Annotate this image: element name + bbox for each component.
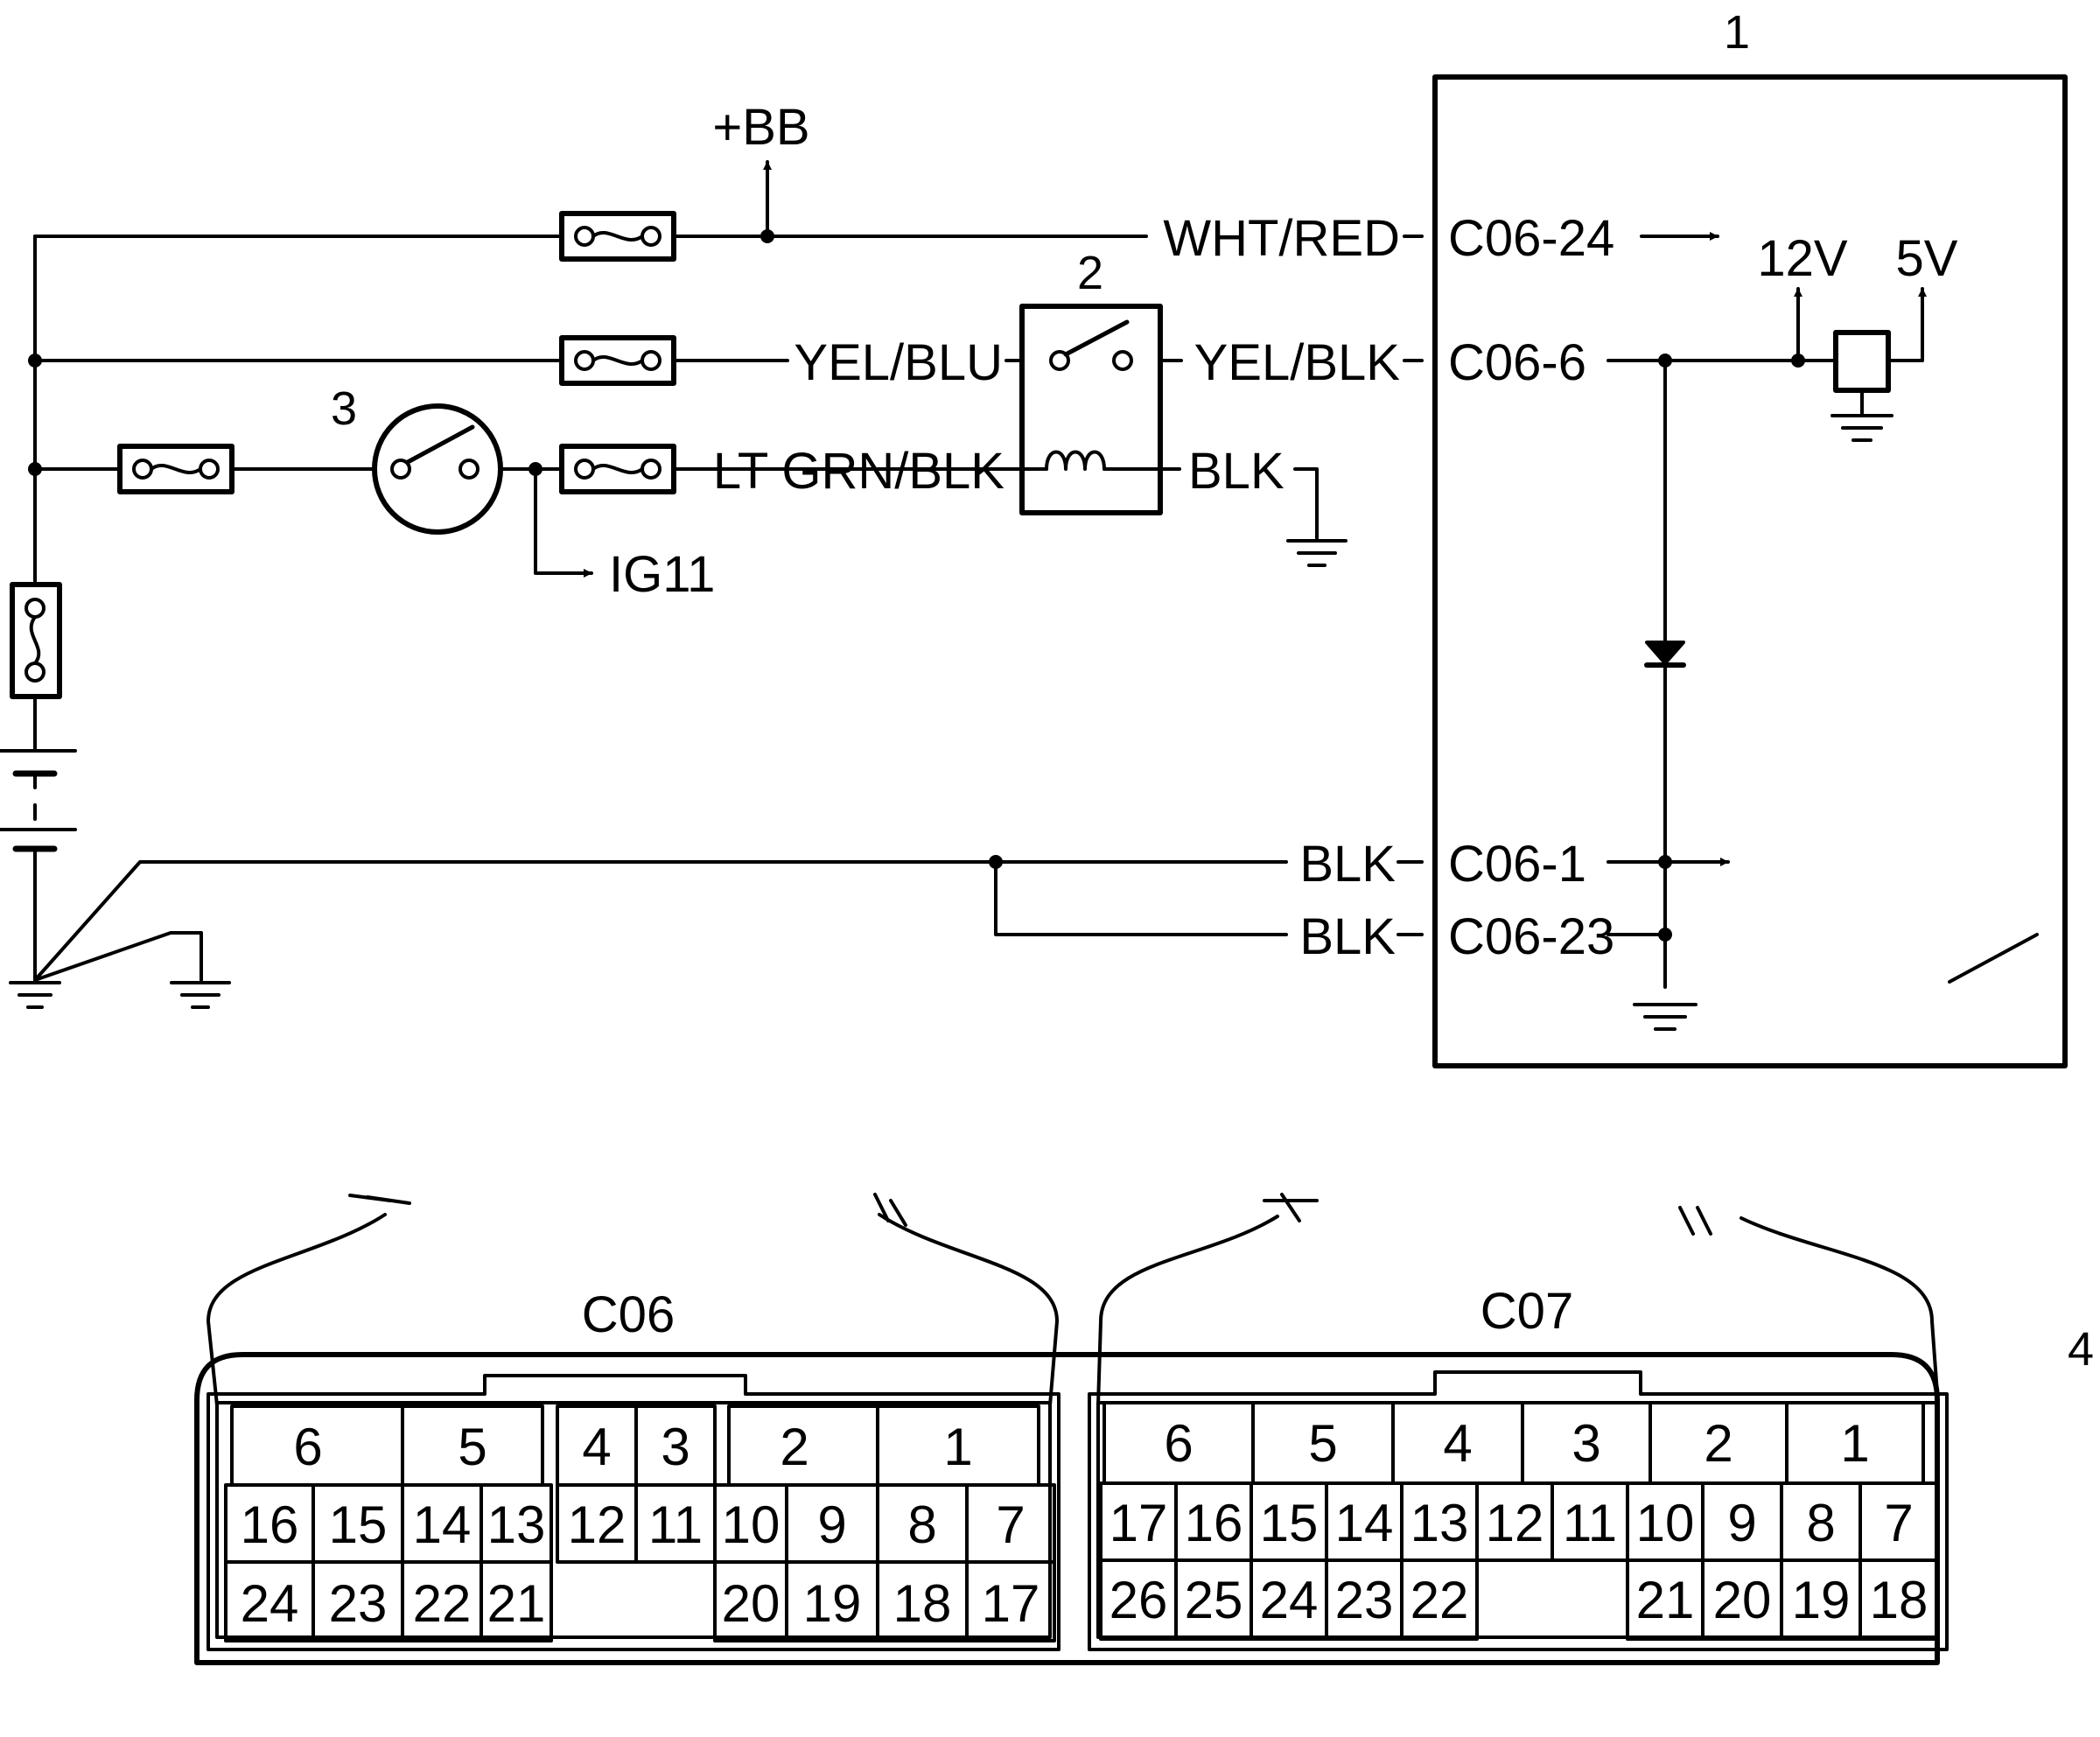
c07-pin: 10: [1636, 1494, 1695, 1552]
c06-pin: 10: [722, 1495, 780, 1554]
c07-pin: 25: [1185, 1571, 1243, 1629]
c06-pin: 14: [413, 1495, 472, 1554]
connector-c07-label: C07: [1480, 1283, 1573, 1340]
pin-c06-1: C06-1: [1448, 836, 1586, 893]
connector-c06-label: C06: [582, 1286, 675, 1343]
ecm-box: [1432, 74, 2068, 1068]
c06-pin: 9: [817, 1495, 846, 1554]
c07-pin: 26: [1110, 1571, 1168, 1629]
c06-pin: 1: [943, 1418, 972, 1476]
wire-blk-c06-23: BLK: [1299, 908, 1396, 965]
pin-c06-6: C06-6: [1448, 334, 1586, 391]
battery-ground-icon: [9, 981, 61, 1009]
ecm-internal-circuit: [1606, 287, 1927, 1031]
callout-3: 3: [331, 382, 357, 435]
c06-pin: 6: [293, 1418, 322, 1476]
c07-pin-grid: [1099, 1401, 1939, 1641]
pin-c06-23: C06-23: [1448, 908, 1614, 965]
ground-wire-blk: [33, 860, 1288, 982]
c07-pin: 16: [1185, 1494, 1243, 1552]
5v-label: 5V: [1896, 230, 1958, 287]
c06-pin: 4: [582, 1418, 611, 1476]
callout-4: 4: [2068, 1323, 2094, 1376]
wire-yel-blk: YEL/BLK: [1194, 334, 1401, 391]
c07-pin: 24: [1260, 1571, 1319, 1629]
c07-pin: 11: [1563, 1494, 1617, 1552]
c07-pin: 5: [1308, 1414, 1337, 1473]
wire-yel-blu: YEL/BLU: [794, 334, 1003, 391]
ig11-arrow: [534, 467, 593, 578]
c07-pin: 22: [1410, 1571, 1469, 1629]
c07-bracket: [1096, 1193, 1940, 1407]
battery-symbol: [0, 749, 77, 982]
c06-pin: 12: [568, 1495, 626, 1554]
c07-pin: 17: [1110, 1494, 1168, 1552]
c06-pin-grid: [224, 1404, 1056, 1642]
c06-pin: 16: [241, 1495, 299, 1554]
c06-pin: 2: [780, 1418, 808, 1476]
fuse-yel-blu: [559, 335, 676, 386]
callout-1: 1: [1724, 6, 1750, 59]
wire-blk-c06-1: BLK: [1299, 836, 1396, 893]
body-ground-icon: [33, 931, 231, 1009]
c06-pin: 11: [648, 1495, 703, 1554]
c06-pin: 5: [458, 1418, 486, 1476]
c07-pin: 1: [1840, 1414, 1869, 1473]
c07-pin: 14: [1335, 1494, 1394, 1552]
c06-bracket: [206, 1193, 1059, 1407]
c07-pin: 7: [1884, 1494, 1913, 1552]
c06-pin: 20: [722, 1574, 780, 1633]
c06-pin: 19: [803, 1574, 862, 1633]
ignition-switch: [372, 403, 503, 535]
c07-pin: 19: [1792, 1571, 1851, 1629]
wire-lt-grn-blk: LT GRN/BLK: [713, 443, 1004, 500]
c07-pin: 2: [1704, 1414, 1732, 1473]
c07-pin: 21: [1636, 1571, 1695, 1629]
c07-pin-labels: 6 5 4 3 2 1 17 16 15 14 13 12 11 10 9 8 …: [1110, 1414, 1928, 1629]
relay-ground-icon: [1286, 467, 1348, 567]
ig11-label: IG11: [609, 546, 715, 603]
c06-pin: 17: [982, 1574, 1040, 1633]
c07-pin: 3: [1572, 1414, 1600, 1473]
c06-pin: 18: [893, 1574, 952, 1633]
wire-wht-red: WHT/RED: [1163, 210, 1400, 267]
12v-label: 12V: [1757, 230, 1848, 287]
c06-pin: 15: [329, 1495, 388, 1554]
callout-2: 2: [1077, 247, 1103, 299]
c07-pin: 18: [1870, 1571, 1928, 1629]
c06-pin: 3: [661, 1418, 690, 1476]
c07-pin: 4: [1443, 1414, 1472, 1473]
c06-pin: 22: [413, 1574, 472, 1633]
fuse-wht-red: [559, 211, 676, 262]
c07-pin: 23: [1335, 1571, 1394, 1629]
main-relay: [1019, 304, 1163, 515]
c06-pin-labels: 6 5 4 3 2 1 16 15 14 13 12 11 10 9 8 7 2…: [241, 1418, 1040, 1633]
c06-pin: 8: [907, 1495, 936, 1554]
diagram-labels: 1 2 3 4 +BB IG11 12V 5V WHT/RED YEL/BLU …: [331, 6, 2094, 1376]
main-bus-wire: [33, 235, 1148, 586]
c07-pin: 20: [1713, 1571, 1772, 1629]
c06-pin: 7: [996, 1495, 1025, 1554]
main-fuse: [10, 582, 62, 699]
diode-icon: [1644, 641, 1686, 668]
c07-pin: 13: [1410, 1494, 1469, 1552]
c07-pin: 15: [1260, 1494, 1319, 1552]
c06-pin: 24: [241, 1574, 299, 1633]
pin-c06-24: C06-24: [1448, 210, 1614, 267]
c07-pin: 8: [1806, 1494, 1835, 1552]
c06-pin: 21: [487, 1574, 546, 1633]
c06-pin: 23: [329, 1574, 388, 1633]
c07-pin: 12: [1486, 1494, 1544, 1552]
fuse-lt-grn-blk: [559, 444, 676, 494]
bb-label: +BB: [712, 99, 809, 156]
fuse-ignition-feed: [117, 444, 234, 494]
c07-pin: 9: [1727, 1494, 1756, 1552]
c06-pin: 13: [487, 1495, 546, 1554]
c07-pin: 6: [1164, 1414, 1193, 1473]
connector-callout-leader: [1948, 933, 2039, 984]
wire-relay-blk: BLK: [1188, 443, 1284, 500]
